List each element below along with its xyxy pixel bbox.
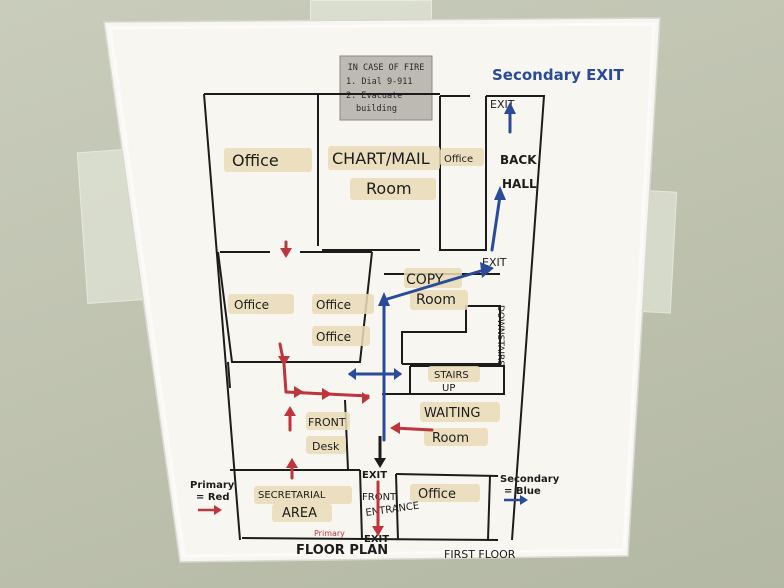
fire-sign-line-3: 2. Evacuate (346, 91, 402, 101)
legend-primary-line-2: = Red (196, 492, 230, 503)
room-copy-line-2: Room (416, 292, 456, 308)
room-waiting-line-2: Room (432, 431, 469, 446)
room-office-top-small: Office (444, 154, 473, 165)
secondary-exit-heading: Secondary EXIT (492, 66, 625, 84)
room-front-desk-line-1: FRONT (308, 416, 346, 429)
room-downstairs: DOWNSTAIRS (495, 305, 505, 366)
legend-secondary-line-1: Secondary (500, 474, 560, 485)
room-office-mid-left: Office (234, 298, 269, 312)
room-office-top-left: Office (232, 151, 279, 170)
room-chart-mail-line-1: CHART/MAIL (332, 149, 430, 168)
secondary-exit-route (348, 108, 512, 442)
room-front-desk-line-2: Desk (312, 440, 340, 453)
fire-sign-line-2: 1. Dial 9-911 (346, 77, 413, 87)
fire-sign-line-4: building (356, 104, 397, 114)
room-stairs-up-line-2: UP (442, 383, 455, 394)
floor-plan-heading: FLOOR PLAN (296, 543, 388, 558)
fire-sign-line-1: IN CASE OF FIRE (348, 63, 425, 73)
primary-route-arrowheads (278, 248, 400, 536)
room-chart-mail-line-2: Room (366, 179, 412, 198)
room-office-bottom-right: Office (418, 487, 456, 502)
room-office-mid-1: Office (316, 298, 351, 312)
room-stairs-up-line-1: STAIRS (434, 370, 469, 381)
room-label-tapes (224, 146, 500, 522)
room-secretarial-line-2: AREA (282, 506, 317, 521)
room-back-hall-line-1: BACK (500, 153, 537, 167)
exit-primary-tag: Primary (314, 529, 345, 538)
first-floor-heading: FIRST FLOOR (444, 548, 516, 561)
exit-front-bottom-label: EXIT (364, 534, 389, 545)
room-copy-line-1: COPY (406, 272, 444, 288)
legend-primary-line-1: Primary (190, 480, 235, 491)
room-office-mid-2: Office (316, 330, 351, 344)
legend-secondary-line-2: = Blue (504, 486, 541, 497)
room-secretarial-line-1: SECRETARIAL (258, 490, 326, 501)
legend-primary: Primary = Red (190, 480, 235, 515)
laminate-edge (108, 22, 656, 558)
exit-front-top-label: EXIT (362, 470, 387, 481)
fire-instructions-sign: IN CASE OF FIRE 1. Dial 9-911 2. Evacuat… (339, 55, 433, 121)
room-front-entrance-line-1: FRONT (362, 492, 397, 503)
black-exit-arrow (374, 436, 386, 468)
secondary-route-arrowheads (348, 102, 516, 380)
room-back-hall-line-2: HALL (502, 177, 537, 191)
room-labels: Office CHART/MAIL Room Office BACK HALL … (232, 149, 537, 521)
legend-secondary: Secondary = Blue (500, 474, 560, 505)
room-waiting-line-1: WAITING (424, 406, 480, 421)
